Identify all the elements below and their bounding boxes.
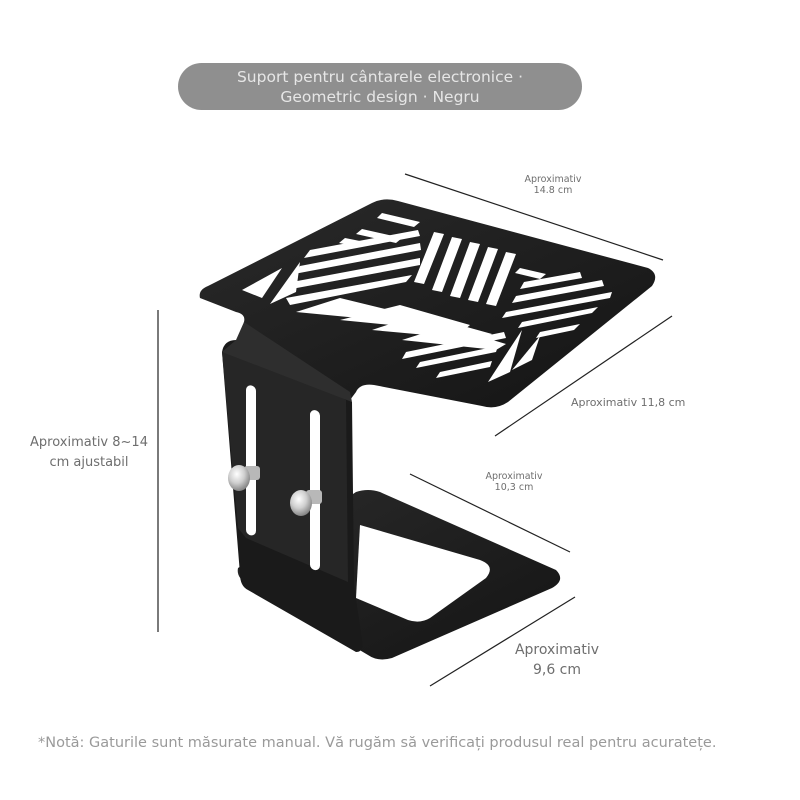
title-banner: Suport pentru cântarele electronice · Ge…: [178, 63, 582, 110]
dimension-line-base-depth: [429, 596, 576, 687]
dimension-label-base-depth-line2: 9,6 cm: [532, 662, 582, 678]
dimension-label-base-width: Aproximativ 10,3 cm: [474, 471, 554, 494]
dimension-label-top-width-line1: Aproximativ: [524, 174, 582, 185]
measurement-disclaimer-note: *Notă: Gaturile sunt măsurate manual. Vă…: [38, 735, 717, 751]
dimension-label-base-depth-line1: Aproximativ: [514, 642, 600, 658]
adjustment-knob-1: [228, 465, 260, 491]
dimension-line-base-width: [409, 473, 571, 553]
dimension-label-top-width-line2: 14.8 cm: [533, 185, 573, 197]
title-line-1: Suport pentru cântarele electronice ·: [236, 67, 524, 86]
dimension-label-top-width: Aproximativ 14.8 cm: [513, 174, 593, 197]
dimension-label-height: Aproximativ 8~14 cm ajustabil: [14, 433, 164, 473]
dimension-label-base-width-line2: 10,3 cm: [494, 482, 534, 494]
dimension-label-top-depth: Aproximativ 11,8 cm: [571, 396, 685, 409]
title-line-2: Geometric design · Negru: [280, 87, 480, 106]
dimension-label-base-depth: Aproximativ 9,6 cm: [502, 640, 612, 680]
vertical-bracket-inner: [222, 345, 348, 582]
geometric-cutout-pattern: [242, 213, 612, 382]
dimension-line-top-depth: [494, 315, 673, 437]
dimension-label-height-line2: cm ajustabil: [49, 455, 129, 470]
dimension-label-height-line1: Aproximativ 8~14: [30, 435, 148, 450]
dimension-label-top-depth-text: Aproximativ 11,8 cm: [571, 396, 686, 409]
dimension-lines: [157, 173, 673, 687]
dimension-label-base-width-line1: Aproximativ: [485, 471, 543, 482]
adjustment-knob-2: [290, 490, 322, 516]
dimension-line-top-width: [404, 173, 664, 261]
